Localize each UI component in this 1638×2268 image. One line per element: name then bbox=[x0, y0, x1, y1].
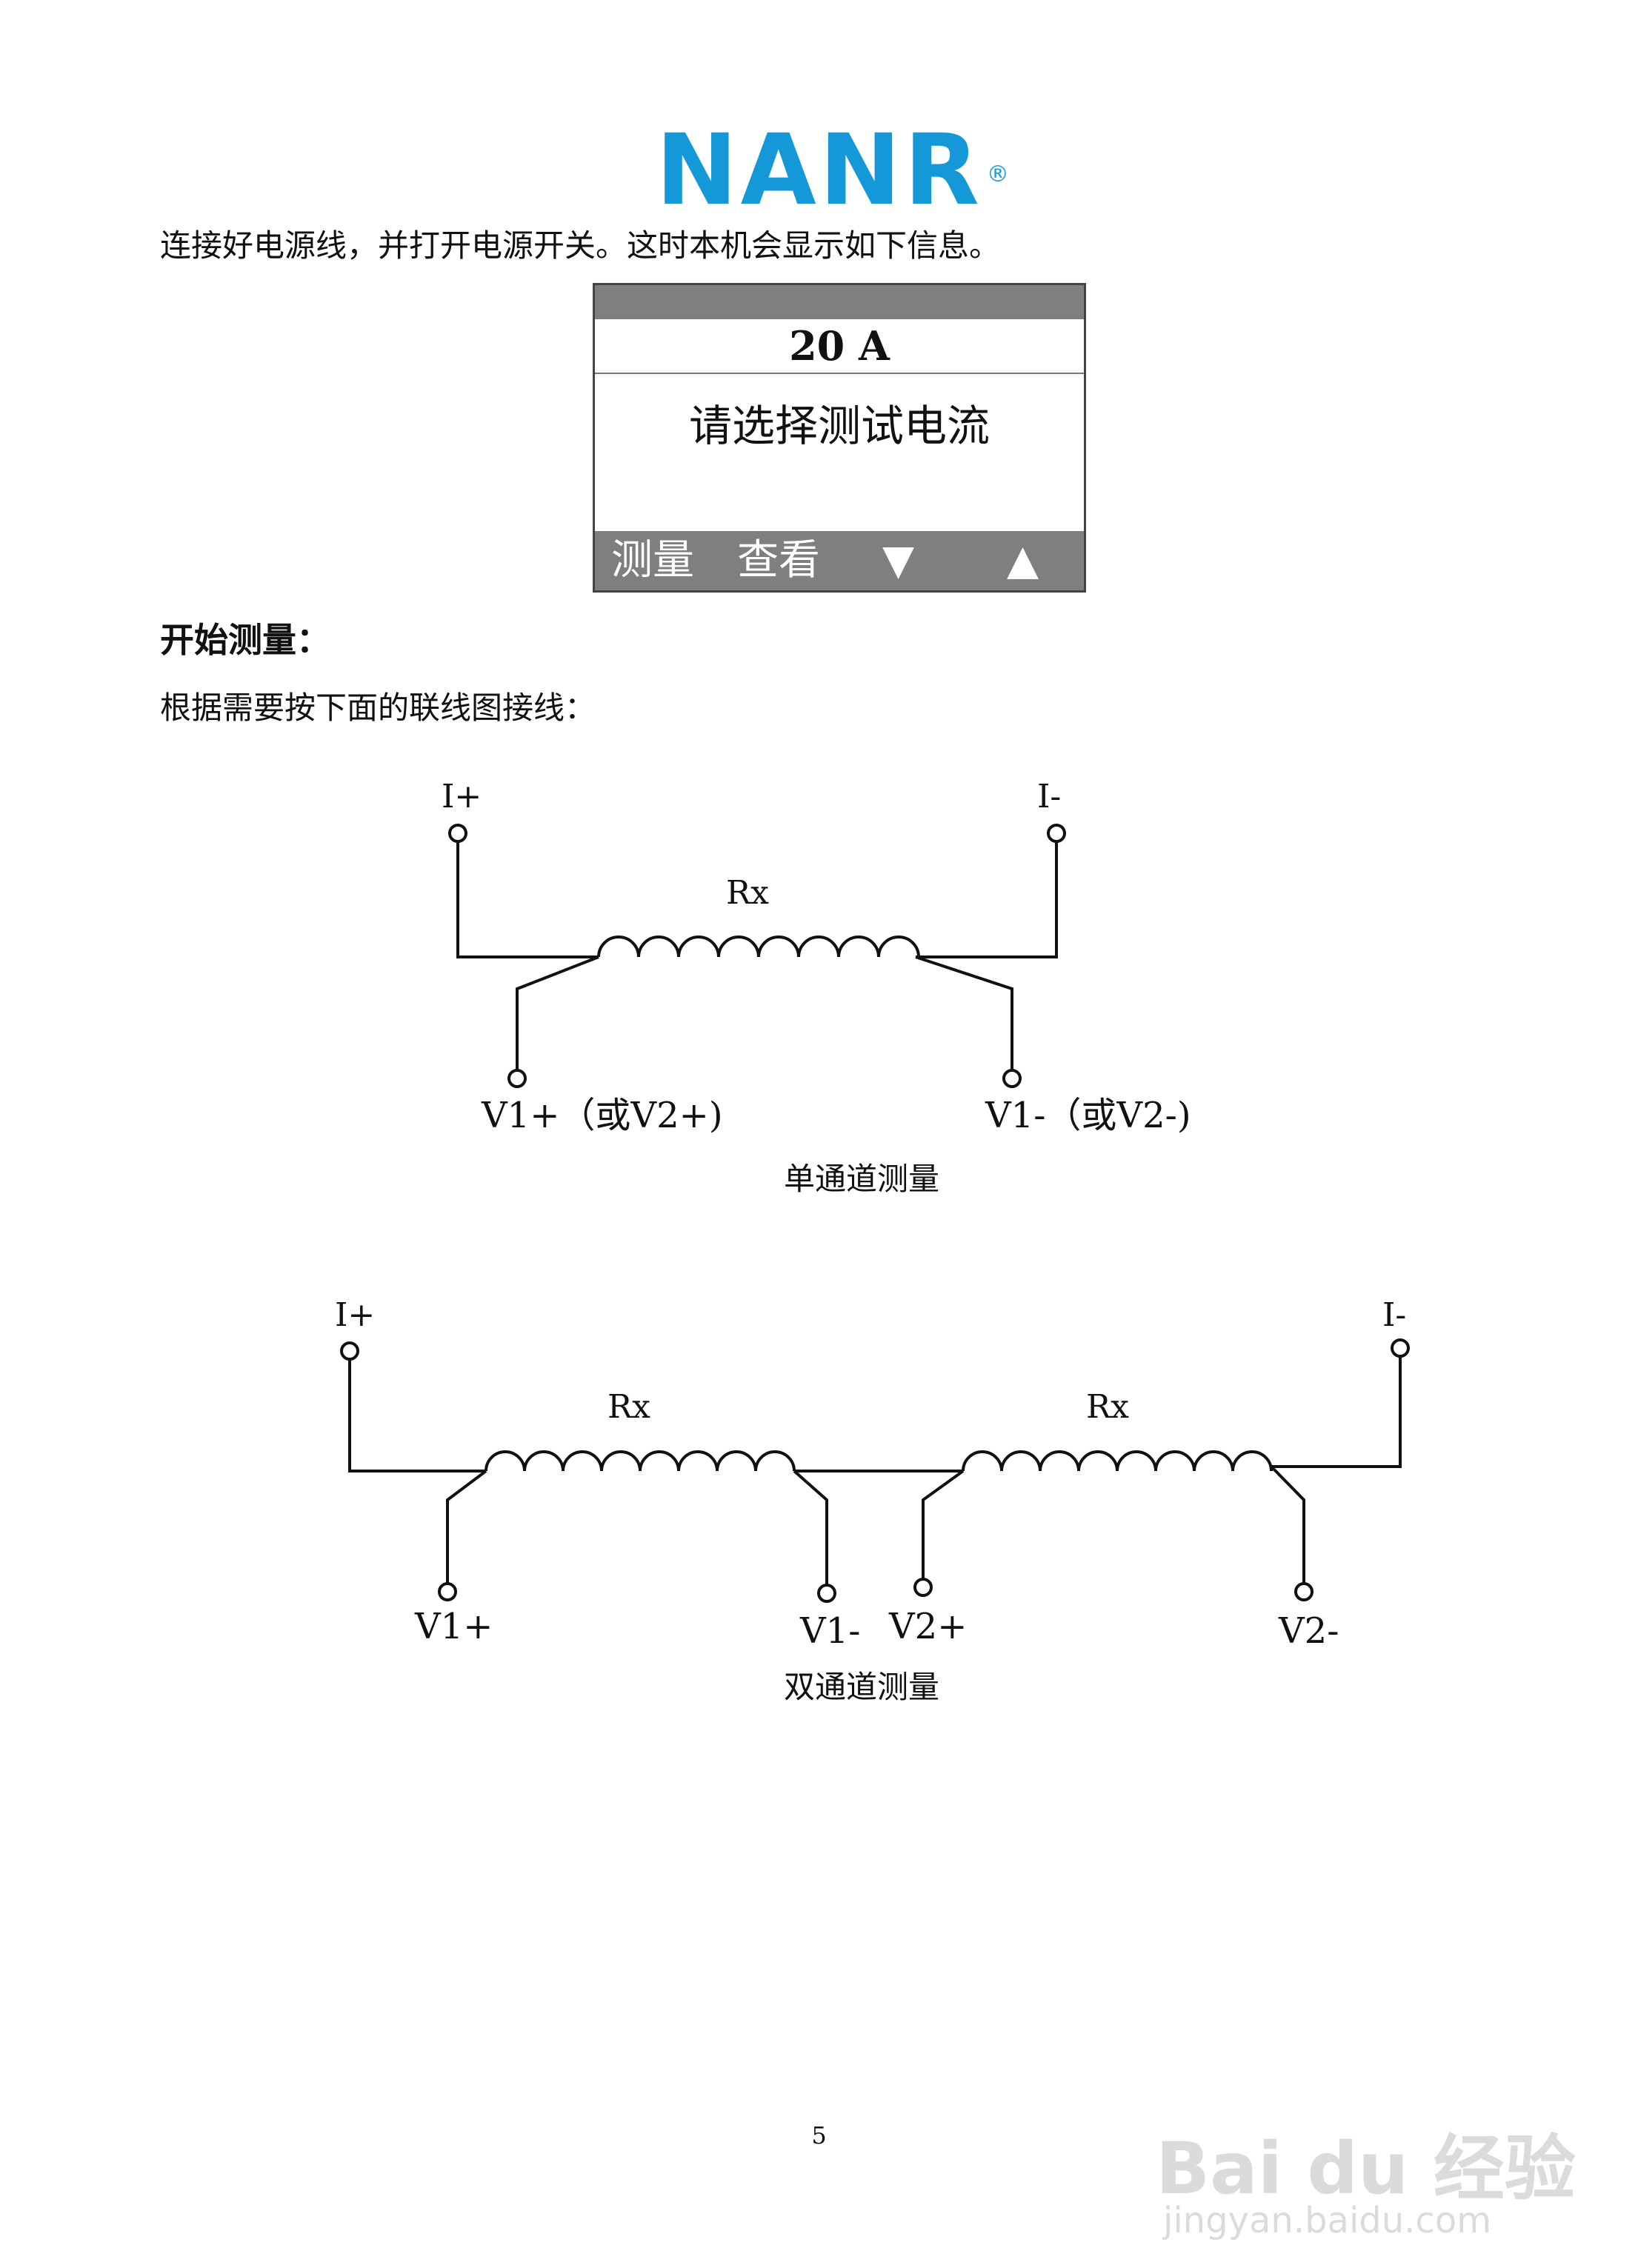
label-i-plus: I+ bbox=[442, 778, 482, 816]
single-channel-diagram: I+ I- Rx V1+（或V2+) V1-（或V2-) bbox=[442, 778, 1191, 1136]
label-v-minus: V1-（或V2-) bbox=[985, 1095, 1191, 1136]
lead-dual-i-plus bbox=[348, 1359, 486, 1472]
terminal-v1-plus bbox=[438, 1582, 457, 1601]
label-i-minus: I- bbox=[1037, 778, 1061, 816]
section-heading: 开始测量： bbox=[160, 620, 330, 660]
dual-channel-caption: 双通道测量 bbox=[784, 1669, 940, 1705]
label-dual-i-minus: I- bbox=[1382, 1296, 1406, 1334]
lead-i-plus bbox=[456, 841, 599, 958]
label-v1-plus: V1+ bbox=[414, 1606, 493, 1647]
terminal-dual-i-minus bbox=[1391, 1338, 1410, 1358]
label-rx-1: Rx bbox=[607, 1388, 650, 1426]
inductor-rx-2 bbox=[962, 1450, 1273, 1472]
watermark-url: jingyan.baidu.com bbox=[1163, 2200, 1491, 2241]
label-v1-minus: V1- bbox=[799, 1610, 860, 1652]
terminal-v1-minus bbox=[817, 1584, 836, 1603]
inductor-rx-1 bbox=[485, 1450, 796, 1472]
watermark-text: Bai du 经验 bbox=[1156, 2127, 1576, 2210]
terminal-i-plus bbox=[448, 824, 467, 843]
single-channel-caption: 单通道测量 bbox=[784, 1161, 940, 1197]
label-v2-plus: V2+ bbox=[888, 1606, 967, 1647]
registered-mark: ® bbox=[986, 161, 1012, 187]
lcd-display: 20 A 请选择测试电流 测量 查看 ▼ ▲ bbox=[593, 283, 1086, 593]
label-v-plus: V1+（或V2+) bbox=[481, 1095, 723, 1136]
terminal-v2-plus bbox=[913, 1578, 933, 1597]
terminal-i-minus bbox=[1047, 824, 1066, 843]
page-number: 5 bbox=[811, 2121, 827, 2149]
lead-v1-minus bbox=[793, 1470, 828, 1585]
label-rx-2: Rx bbox=[1086, 1388, 1129, 1426]
lead-v2-minus bbox=[1270, 1465, 1305, 1584]
lead-v1-plus bbox=[446, 1470, 487, 1584]
intro-paragraph: 连接好电源线，并打开电源开关。这时本机会显示如下信息。 bbox=[160, 227, 1001, 264]
lcd-current-value: 20 A bbox=[595, 319, 1084, 374]
inductor-rx bbox=[597, 935, 920, 958]
brand-logo: NANR® bbox=[0, 119, 1638, 222]
lcd-softkey-bar: 测量 查看 ▼ ▲ bbox=[595, 531, 1084, 590]
softkey-measure[interactable]: 测量 bbox=[611, 536, 694, 584]
baidu-watermark: Bai du 经验 jingyan.baidu.com bbox=[1156, 2089, 1576, 2252]
lead-i-minus bbox=[916, 841, 1058, 958]
logo-text: NANR® bbox=[656, 113, 1012, 227]
terminal-v-minus bbox=[1002, 1069, 1022, 1088]
lead-v-minus bbox=[915, 955, 1013, 1070]
lead-v2-plus bbox=[922, 1470, 965, 1579]
lead-dual-i-minus bbox=[1271, 1356, 1402, 1468]
label-dual-i-plus: I+ bbox=[335, 1296, 375, 1334]
softkey-down-icon[interactable]: ▼ bbox=[882, 536, 915, 584]
softkey-up-icon[interactable]: ▲ bbox=[1007, 536, 1039, 584]
terminal-v2-minus bbox=[1294, 1582, 1314, 1601]
lead-v-plus bbox=[516, 955, 599, 1070]
terminal-v-plus bbox=[507, 1069, 527, 1088]
dual-channel-diagram: I+ I- Rx Rx V1+ V1- V2+ V2- bbox=[335, 1296, 1410, 1652]
lcd-prompt: 请选择测试电流 bbox=[688, 401, 990, 451]
wiring-paragraph: 根据需要按下面的联线图接线： bbox=[160, 690, 596, 726]
label-v2-minus: V2- bbox=[1278, 1610, 1339, 1652]
label-rx: Rx bbox=[726, 874, 769, 912]
lcd-top-bar bbox=[595, 285, 1084, 319]
softkey-view[interactable]: 查看 bbox=[737, 536, 820, 584]
terminal-dual-i-plus bbox=[340, 1341, 359, 1361]
